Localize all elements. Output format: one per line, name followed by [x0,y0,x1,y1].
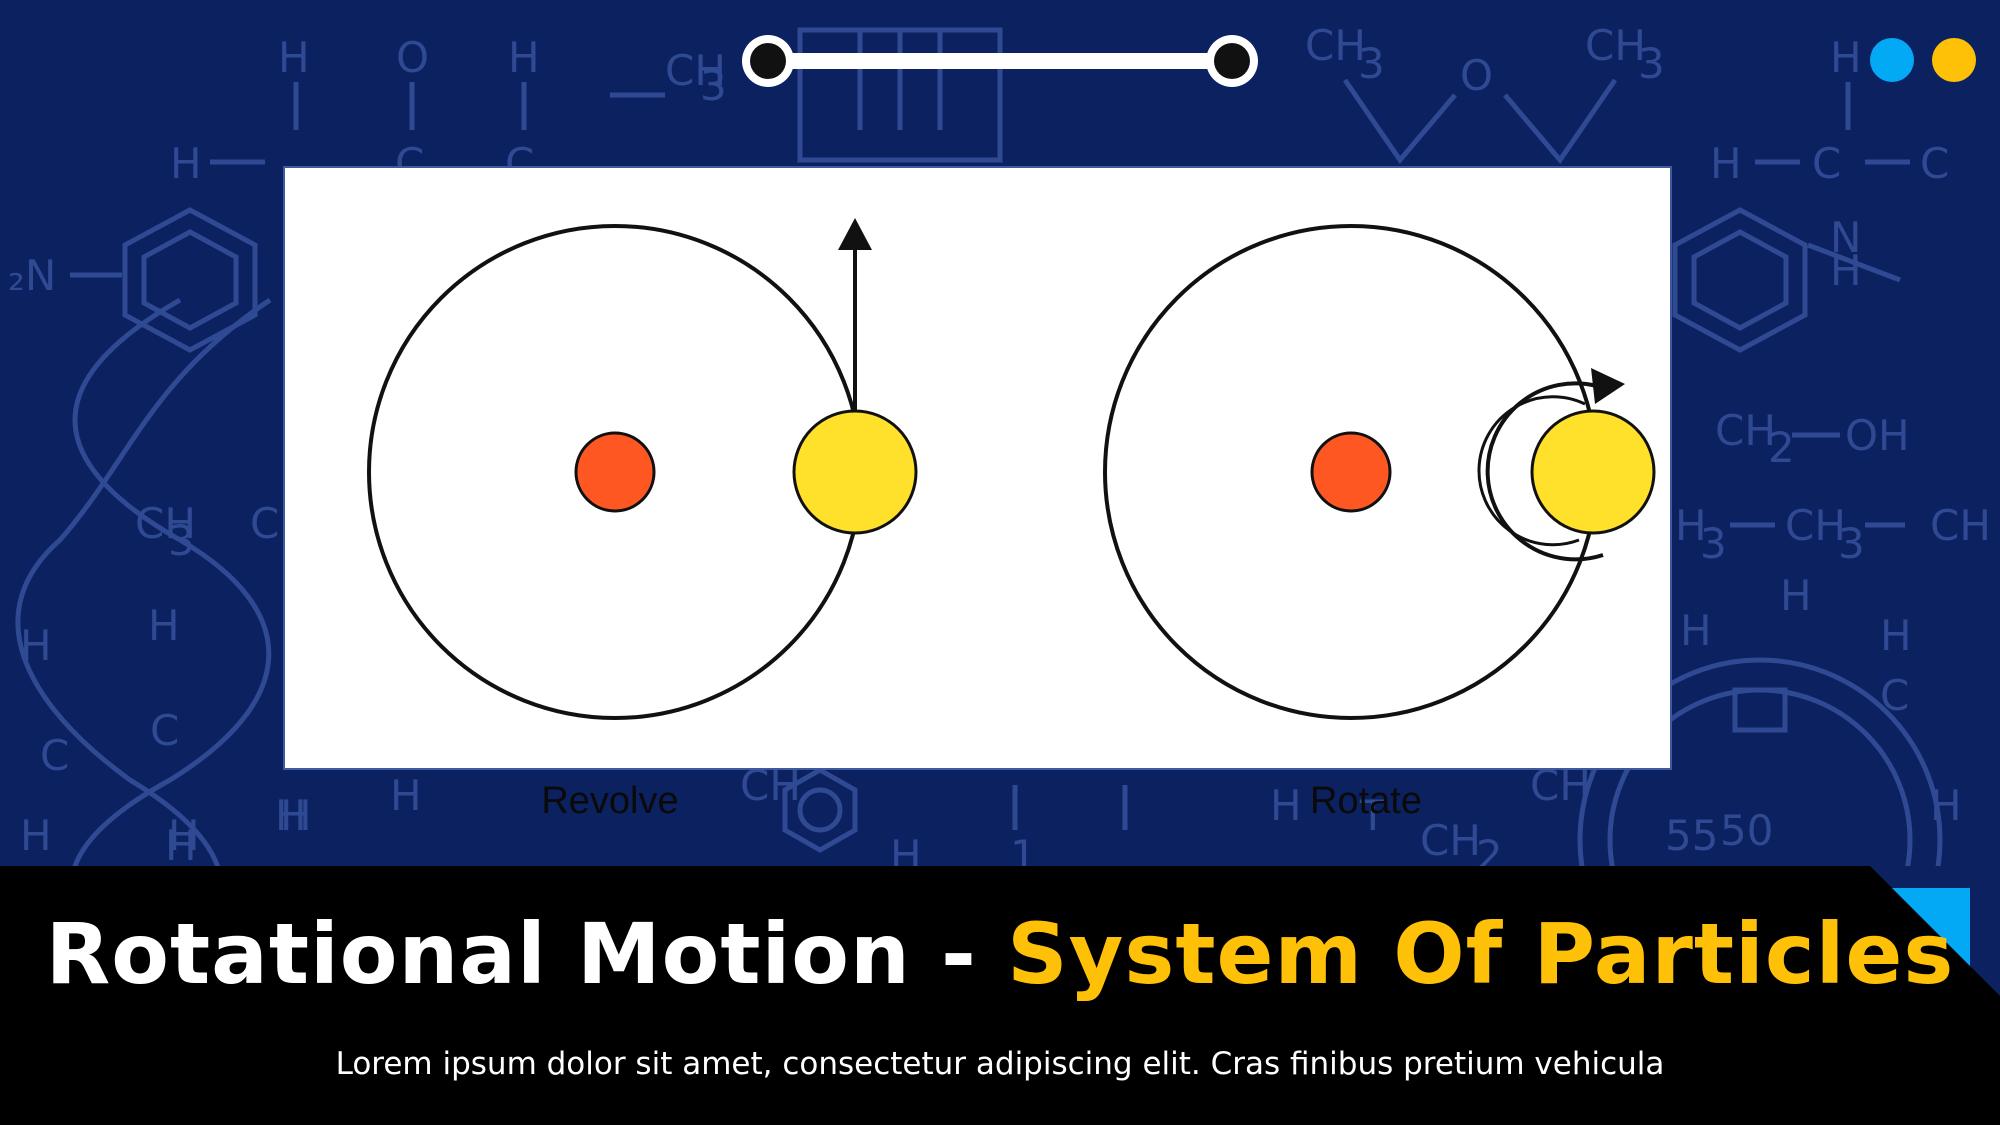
svg-text:H: H [20,811,52,860]
svg-text:H: H [1880,611,1912,660]
top-handle-decoration [742,35,1258,87]
diagram-panel [283,166,1672,770]
svg-text:C: C [1920,139,1949,188]
svg-text:H: H [1780,571,1812,620]
svg-text:2: 2 [1768,423,1795,472]
svg-text:H: H [170,139,202,188]
revolve-label: Revolve [541,780,679,822]
slide-subtitle: Lorem ipsum dolor sit amet, consectetur … [335,1046,1665,1082]
svg-text:CH: CH [1785,501,1846,550]
svg-text:55: 55 [1665,811,1718,860]
svg-text:H: H [165,821,197,870]
svg-text:3: 3 [1838,519,1865,568]
svg-text:O: O [396,33,429,82]
rotate-center-particle [1310,431,1392,513]
svg-text:C: C [150,706,179,755]
svg-text:CH: CH [1930,501,1991,550]
revolve-diagram [367,218,918,720]
bg-formula-left-middle: CH 3 C H H C C H H H H [20,499,422,860]
rotate-label: Rotate [1310,780,1422,822]
svg-text:H: H [390,771,422,820]
svg-text:H: H [1710,139,1742,188]
svg-text:3: 3 [700,61,727,110]
svg-text:H: H [1680,606,1712,655]
svg-text:H: H [275,791,307,840]
corner-triangle-decoration [1870,866,2000,996]
bg-dna-helix [15,297,272,962]
svg-text:3: 3 [1638,39,1665,88]
svg-text:CH: CH [665,46,726,95]
rotate-diagram [1103,224,1656,720]
bg-benzene-left: ₂N [8,207,258,353]
svg-text:CH: CH [1715,406,1776,455]
revolve-orbiting-particle [792,409,918,535]
svg-text:H: H [1270,781,1302,830]
svg-text:3: 3 [1358,39,1385,88]
rotate-spin-arc-inner [1477,395,1586,547]
svg-text:H: H [168,811,200,860]
svg-text:CH: CH [1585,21,1646,70]
svg-text:CH: CH [1305,21,1366,70]
bg-benzene-right: H N [1672,207,1901,353]
svg-text:H: H [148,601,180,650]
svg-text:3: 3 [1700,519,1727,568]
svg-text:3: 3 [168,516,195,565]
svg-text:H: H [1830,33,1862,82]
svg-text:₂N: ₂N [8,251,56,300]
svg-text:H: H [280,791,312,840]
bg-formula-top-center: CH 3 [610,27,1003,163]
svg-text:H: H [508,33,540,82]
svg-text:H: H [1675,501,1707,550]
svg-text:C: C [40,731,69,780]
revolve-center-particle [574,431,656,513]
revolve-rotate-diagram [367,218,1656,720]
svg-text:H: H [1830,246,1862,295]
svg-text:H: H [278,33,310,82]
top-right-dots-decoration [1870,38,1976,82]
svg-text:CH: CH [135,499,196,548]
rotate-orbiting-particle [1530,409,1656,535]
title-part-white: Rotational Motion - [45,905,1008,1003]
svg-text:CH: CH [1420,816,1481,865]
svg-text:O: O [1460,51,1493,100]
svg-text:OH: OH [1845,411,1910,460]
rotate-spin-arc [1485,381,1604,562]
rotate-spin-arrow-head [1591,368,1625,404]
svg-text:H: H [20,621,52,670]
bg-formula-top-left: H O H H C C [170,33,540,188]
bg-formula-top-right: CH 3 O CH 3 H C C H [1305,21,1949,188]
title-part-yellow: System Of Particles [1007,905,1955,1003]
svg-text:C: C [1812,139,1841,188]
svg-text:C: C [250,499,279,548]
title-bar [0,866,2000,1125]
slide-title: Rotational Motion - System Of Particles [0,905,2000,1003]
revolve-velocity-arrow-head [838,218,872,250]
svg-text:50: 50 [1720,806,1773,855]
svg-text:N: N [1830,213,1861,262]
bg-formula-right-middle: CH 2 OH H 3 CH 3 CH H H H C H [1675,406,1991,830]
svg-text:T: T [1359,791,1386,840]
